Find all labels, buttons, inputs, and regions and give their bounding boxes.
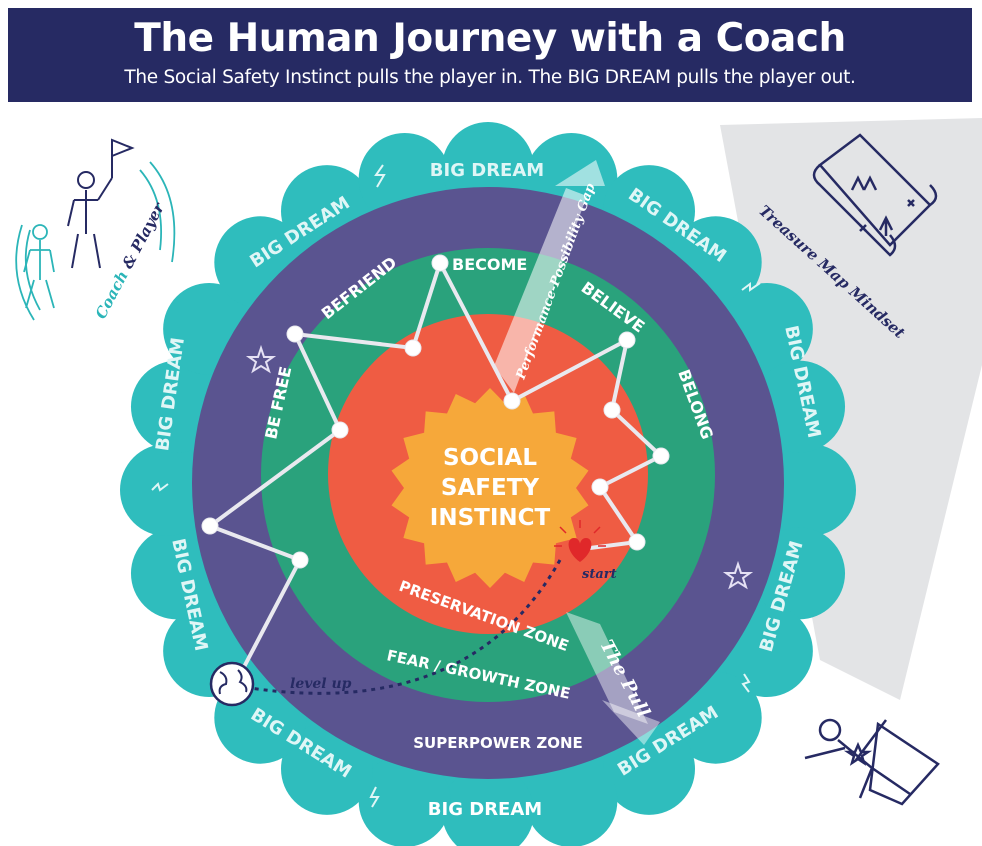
scallop-bump [603, 722, 695, 815]
page-subtitle: The Social Safety Instinct pulls the pla… [124, 67, 856, 88]
big-dream-label: BIG DREAM [428, 799, 542, 820]
core-starburst [391, 388, 589, 588]
star-icon [722, 560, 754, 590]
page-title: The Human Journey with a Coach [134, 16, 846, 61]
core-line-3: INSTINCT [430, 505, 551, 531]
start-label: start [582, 567, 617, 582]
journey-node [331, 421, 349, 439]
coach-player-icon: Coach & Player [15, 138, 176, 322]
level-up-label: level up [290, 676, 352, 692]
journey-node [591, 478, 609, 496]
scallop-bump [120, 444, 212, 536]
coach-player-label: Coach & Player [92, 199, 169, 322]
journey-node [652, 447, 670, 465]
lightning-icon [369, 786, 380, 808]
lightning-icons [151, 164, 761, 808]
milestone-become: BECOME [452, 255, 527, 274]
lightning-icon [741, 673, 751, 693]
lightning-icon [151, 482, 169, 492]
header-banner: The Human Journey with a Coach The Socia… [8, 8, 972, 102]
scallop-bump [525, 755, 618, 846]
journey-node [431, 254, 449, 272]
level-up-path [249, 559, 562, 695]
star-icons [245, 344, 754, 590]
journey-node [291, 551, 309, 569]
journey-node [286, 325, 304, 343]
journey-path [205, 257, 665, 689]
core-line-2: SAFETY [441, 475, 539, 501]
scallop-bump [281, 722, 373, 815]
heart-icon [554, 520, 606, 562]
lightning-icon [741, 282, 761, 292]
superpower-zone-label: SUPERPOWER ZONE [413, 734, 583, 752]
core-line-1: SOCIAL [443, 445, 537, 471]
journey-node [603, 401, 621, 419]
journey-node [404, 339, 422, 357]
treasure-map-icon [812, 133, 938, 257]
superhero-icon [804, 718, 940, 806]
journey-node [503, 392, 521, 410]
perspective-wedge [720, 118, 982, 700]
lightning-icon [374, 164, 386, 188]
journey-node [628, 533, 646, 551]
journey-node [618, 331, 636, 349]
scallop-bump [764, 444, 856, 536]
journey-node [201, 517, 219, 535]
journey-nodes [201, 254, 670, 569]
globe-icon [209, 661, 255, 707]
big-dream-label: BIG DREAM [430, 160, 544, 181]
scallop-bump [358, 755, 451, 846]
scallop-bump [442, 766, 534, 846]
star-icon [245, 344, 277, 374]
